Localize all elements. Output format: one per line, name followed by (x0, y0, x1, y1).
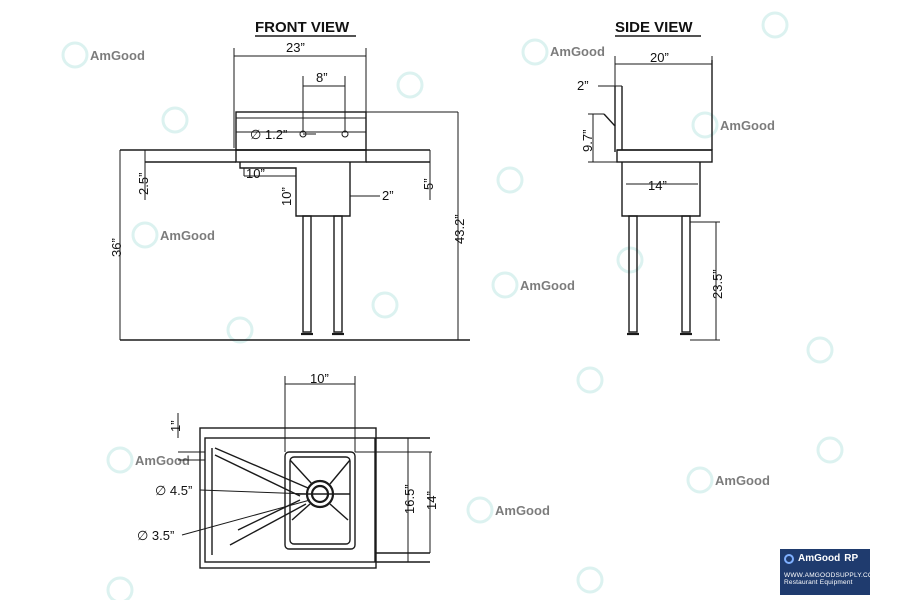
front-overall-height-label: 43.2” (452, 214, 467, 244)
brand-url: WWW.AMGOODSUPPLY.COM (784, 572, 879, 579)
watermark-layer: AmGood AmGood AmGood AmGood AmGood AmGoo… (61, 11, 844, 600)
side-view: SIDE VIEW 20” 2” 9.7” 14” 23. (577, 19, 725, 341)
side-leg-height-label: 23.5” (710, 269, 725, 299)
watermark-text: AmGood (715, 473, 770, 488)
front-bowl-width-label: 10” (246, 166, 265, 181)
front-bowl-depth-label: 10” (279, 187, 294, 206)
front-rim-drop-label: 2.5” (136, 173, 151, 195)
front-faucet-spacing-label: 8” (316, 70, 328, 85)
brand-tag: RP (844, 553, 859, 564)
watermark-text: AmGood (520, 278, 575, 293)
watermark-text: AmGood (135, 453, 190, 468)
watermark-text: AmGood (90, 48, 145, 63)
side-splash-depth-label: 2” (577, 78, 589, 93)
top-drain-outer-label: ∅ 4.5” (155, 483, 192, 498)
watermark-text: AmGood (550, 44, 605, 59)
watermark-text: AmGood (160, 228, 215, 243)
side-bowl-depth-label: 14” (648, 178, 667, 193)
side-view-title: SIDE VIEW (615, 19, 693, 36)
front-work-height-label: 36” (109, 238, 124, 257)
top-rim-label: 1” (168, 420, 183, 432)
brand-logo-icon (784, 553, 794, 564)
brand-line: Restaurant Equipment (784, 579, 853, 586)
watermark-text: AmGood (495, 503, 550, 518)
front-view: FRONT VIEW 23” 8” ∅ 1.2” 10” 10” (109, 19, 470, 341)
front-overall-width-label: 23” (286, 40, 305, 55)
side-overall-depth-label: 20” (650, 50, 669, 65)
top-overall-depth-label: 16.5” (402, 484, 417, 514)
front-splash-height-label: 5” (421, 178, 436, 190)
brand-name: AmGood (798, 553, 841, 564)
front-view-title: FRONT VIEW (255, 19, 350, 36)
top-bowl-front-back-label: 14” (424, 491, 439, 510)
top-view: 10” 1” ∅ 4.5” ∅ 3.5” (137, 371, 439, 569)
top-drain-inner-label: ∅ 3.5” (137, 528, 174, 543)
top-bowl-width-label: 10” (310, 371, 329, 386)
front-drop-label: 2” (382, 188, 394, 203)
watermark-text: AmGood (720, 118, 775, 133)
side-splash-height-label: 9.7” (580, 130, 595, 152)
front-faucet-hole-label: ∅ 1.2” (250, 127, 287, 142)
